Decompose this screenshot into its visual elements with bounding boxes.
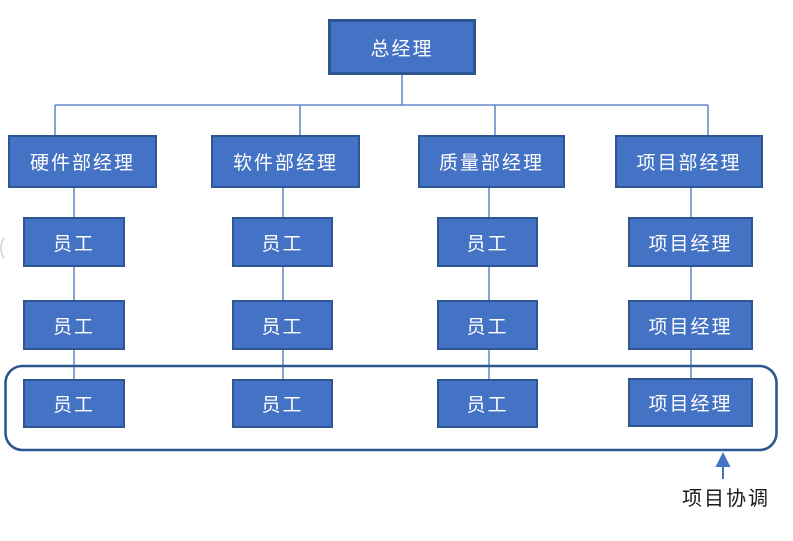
- employee-box: 员工: [437, 300, 538, 350]
- dept-box-software: 软件部经理: [211, 135, 360, 188]
- employee-box: 员工: [23, 217, 125, 267]
- employee-box: 员工: [232, 379, 333, 428]
- dept-box-project: 项目部经理: [615, 135, 763, 188]
- employee-box: 员工: [23, 379, 125, 428]
- project-manager-box: 项目经理: [628, 300, 753, 350]
- left-edge-artifact: [0, 237, 5, 259]
- employee-box: 员工: [232, 217, 333, 267]
- employee-box: 员工: [23, 300, 125, 350]
- employee-box: 员工: [232, 300, 333, 350]
- employee-box: 员工: [437, 217, 538, 267]
- employee-box: 员工: [437, 379, 538, 428]
- dept-box-quality: 质量部经理: [418, 135, 565, 188]
- dept-box-hardware: 硬件部经理: [8, 135, 157, 188]
- coordination-label: 项目协调: [682, 488, 770, 510]
- group-outline: [4, 364, 778, 452]
- org-box-general-manager: 总经理: [328, 19, 476, 75]
- project-manager-box: 项目经理: [628, 217, 753, 267]
- project-manager-box: 项目经理: [628, 378, 753, 427]
- up-arrow-icon: [715, 452, 731, 467]
